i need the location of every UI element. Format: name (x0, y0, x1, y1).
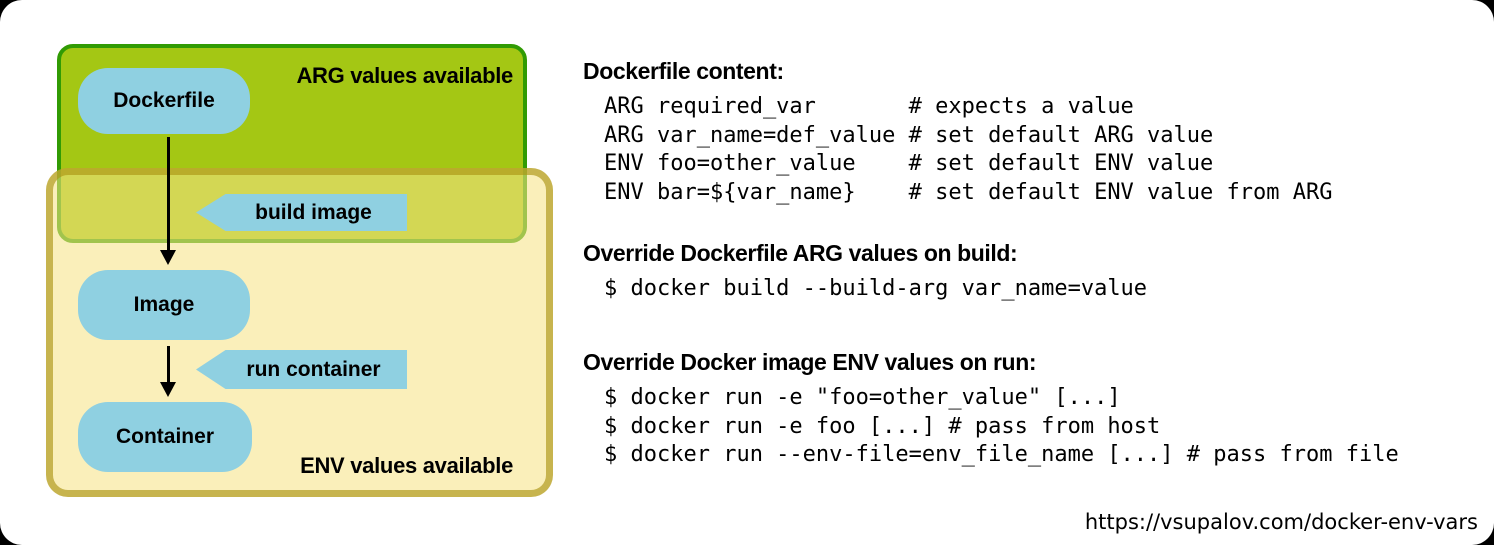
section-heading: Override Dockerfile ARG values on build: (583, 240, 1018, 266)
flow-arrow-run-icon (160, 346, 177, 397)
arrow-shaft (167, 137, 170, 252)
section-heading: Dockerfile content: (583, 58, 784, 84)
section-override-arg: Override Dockerfile ARG values on build:… (583, 240, 1147, 304)
section-dockerfile-content: Dockerfile content: ARG required_var # e… (583, 58, 1332, 207)
code-block: $ docker build --build-arg var_name=valu… (604, 276, 1148, 301)
build-image-tag: build image (196, 194, 407, 231)
arrow-head-icon (160, 382, 176, 397)
arg-zone-label: ARG values available (296, 63, 513, 88)
arrow-shaft (167, 346, 170, 384)
footer-url-text: https://vsupalov.com/docker-env-vars (1084, 510, 1478, 534)
code-block: $ docker run -e "foo=other_value" [...] … (604, 385, 1399, 468)
section-heading: Override Docker image ENV values on run: (583, 349, 1037, 375)
node-dockerfile: Dockerfile (78, 68, 250, 134)
code-block: ARG required_var # expects a value ARG v… (604, 94, 1333, 205)
build-image-tag-label: build image (255, 200, 372, 224)
flow-arrow-build-icon (160, 137, 177, 265)
run-container-tag: run container (196, 350, 407, 389)
run-container-tag-label: run container (246, 357, 381, 381)
env-zone-label: ENV values available (300, 453, 513, 478)
node-container: Container (78, 402, 252, 472)
arrow-head-icon (160, 250, 176, 265)
node-image: Image (78, 270, 250, 340)
section-override-env: Override Docker image ENV values on run:… (583, 349, 1399, 470)
